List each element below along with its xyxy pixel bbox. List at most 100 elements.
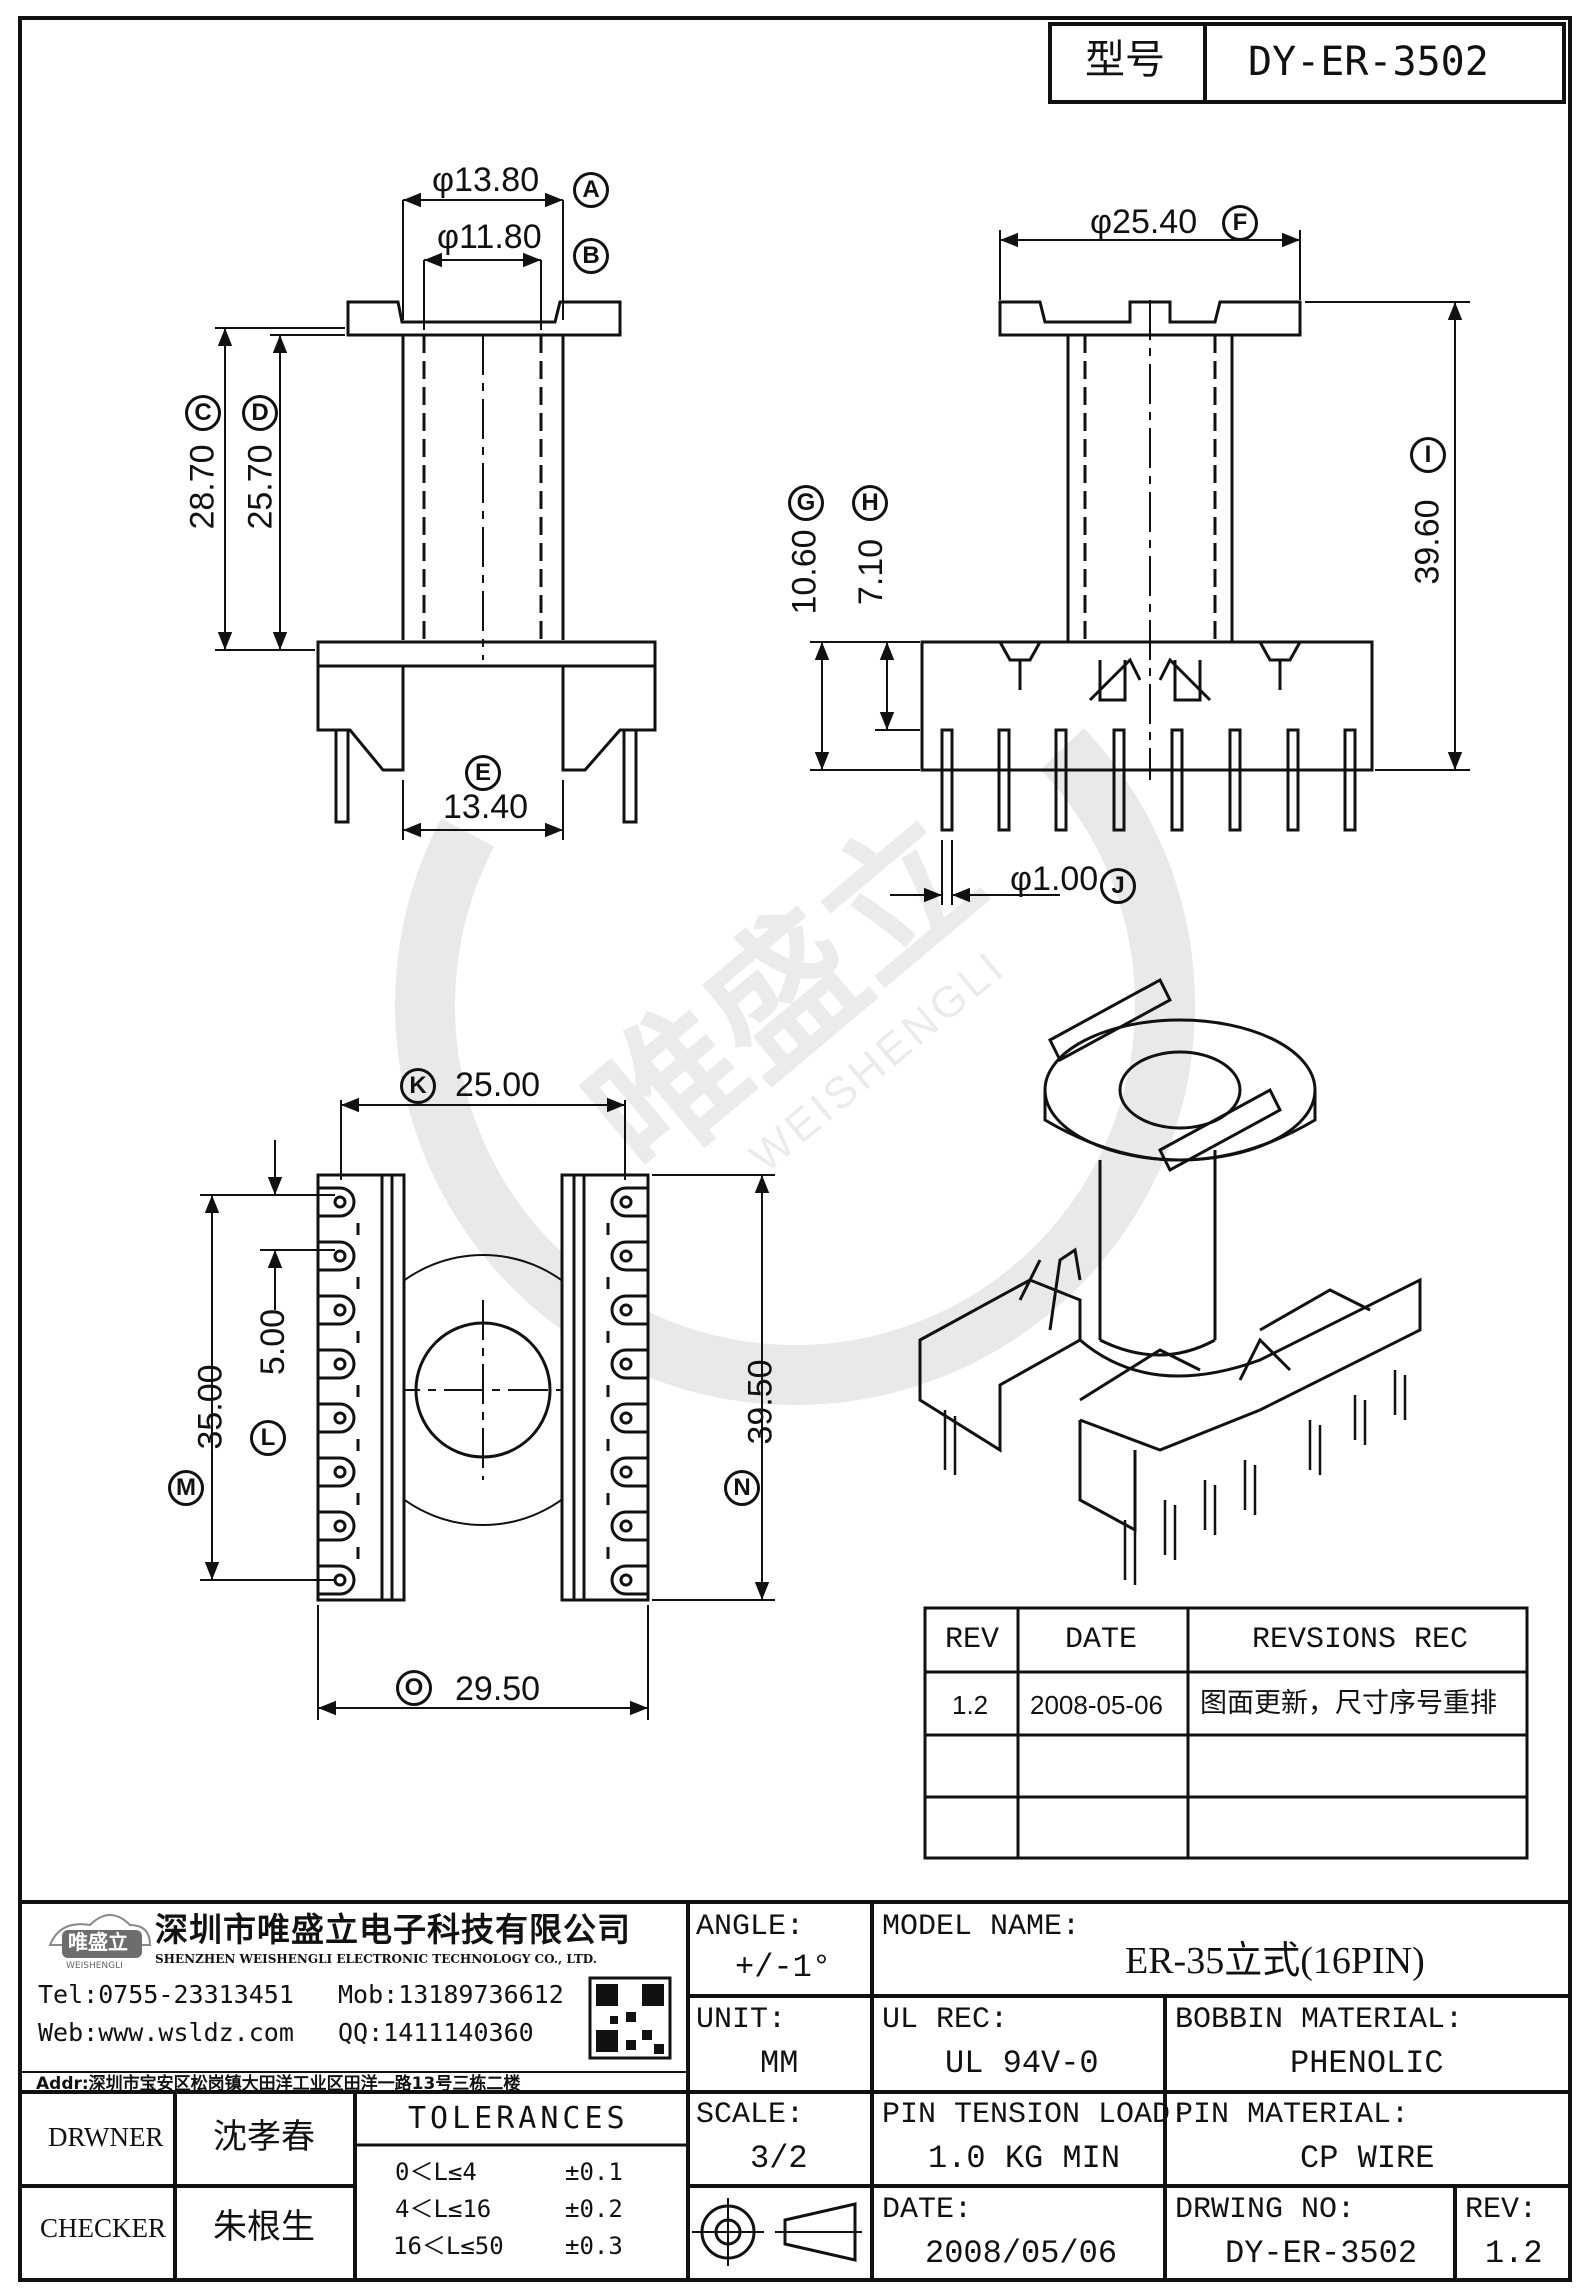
sheet-border <box>18 16 1572 2282</box>
dim-D-value: 25.70 <box>241 444 280 530</box>
dim-B-value: φ11.80 <box>437 218 542 256</box>
drawing-no-label: DRWING NO: <box>1175 2193 1356 2227</box>
angle-value: +/-1° <box>735 1949 832 1986</box>
pin-slot <box>610 1564 648 1596</box>
pin-hole <box>619 1411 633 1425</box>
dim-G-tag: G <box>788 485 824 521</box>
dim-A-value: φ13.80 <box>432 161 540 199</box>
checker-label: CHECKER <box>40 2213 167 2243</box>
pin-slot <box>610 1402 648 1434</box>
pin-slot <box>610 1186 648 1218</box>
tolerance-range-2: 4＜L≤16 <box>395 2195 492 2223</box>
pin-hole <box>619 1357 633 1371</box>
rev-value: 1.2 <box>1485 2235 1543 2272</box>
pin-hole <box>333 1519 347 1533</box>
dim-F-value: φ25.40 <box>1090 203 1198 241</box>
rev-row-date: 2008-05-06 <box>1030 1690 1163 1720</box>
tolerance-range-1: 0＜L≤4 <box>395 2158 477 2186</box>
dim-H-tag: H <box>852 485 888 521</box>
watermark <box>395 605 1195 1405</box>
pin-slot <box>318 1294 356 1326</box>
checker-name: 朱根生 <box>213 2207 315 2247</box>
model-name-label: MODEL NAME: <box>882 1910 1081 1944</box>
model-name-value: ER-35立式(16PIN) <box>1125 1940 1425 1982</box>
dim-C-tag: C <box>185 395 221 431</box>
company-name-cn: 深圳市唯盛立电子科技有限公司 <box>155 1910 631 1949</box>
pin-hole <box>619 1249 633 1263</box>
dim-M-value: 35.00 <box>191 1364 230 1450</box>
dim-A-tag: A <box>573 172 609 208</box>
rev-header-date: DATE <box>1065 1623 1138 1657</box>
date-label: DATE: <box>882 2193 973 2227</box>
pin-hole <box>333 1249 347 1263</box>
date-value: 2008/05/06 <box>925 2235 1118 2272</box>
revision-table-grid <box>923 1606 1529 1860</box>
scale-label: SCALE: <box>696 2098 805 2132</box>
pin-tension-value: 1.0 KG MIN <box>928 2140 1121 2177</box>
dim-I-value: 39.60 <box>1408 499 1447 585</box>
dim-N-tag: N <box>724 1470 760 1506</box>
pin-slot <box>318 1240 356 1272</box>
pin-slot <box>318 1456 356 1488</box>
bottom-view-dimensions <box>200 1097 775 1720</box>
ul-rec-value: UL 94V-0 <box>945 2045 1099 2082</box>
tolerance-value-1: ±0.1 <box>565 2158 623 2186</box>
rev-row-rec: 图面更新，尺寸序号重排 <box>1200 1688 1497 1719</box>
model-label: 型号 <box>1085 37 1165 83</box>
dim-K-value: 25.00 <box>455 1066 541 1104</box>
unit-label: UNIT: <box>696 2003 787 2037</box>
dim-K-tag: K <box>400 1068 436 1104</box>
pin-slot <box>318 1348 356 1380</box>
company-qq: QQ:1411140360 <box>338 2018 534 2047</box>
drawing-no-value: DY-ER-3502 <box>1225 2235 1418 2272</box>
company-address: Addr:深圳市宝安区松岗镇大田洋工业区田洋一路13号三栋二楼 <box>36 2074 521 2094</box>
pin-slot <box>318 1186 356 1218</box>
pin-hole <box>619 1519 633 1533</box>
pin-tension-label: PIN TENSION LOAD: <box>882 2098 1189 2132</box>
rev-row-rev: 1.2 <box>952 1690 989 1720</box>
drawer-name: 沈孝春 <box>213 2117 315 2157</box>
dim-O-value: 29.50 <box>455 1670 541 1708</box>
pin-hole <box>619 1573 633 1587</box>
pin-slot <box>610 1456 648 1488</box>
title-block-grid <box>20 1900 1570 2280</box>
company-mob: Mob:13189736612 <box>338 1980 564 2009</box>
bottom-view <box>316 1173 650 1602</box>
pin-hole <box>333 1411 347 1425</box>
scale-value: 3/2 <box>750 2140 808 2177</box>
dim-B-tag: B <box>573 238 609 274</box>
dim-L-value: 5.00 <box>254 1308 293 1376</box>
dim-E-tag: E <box>465 755 501 791</box>
pin-hole <box>333 1465 347 1479</box>
company-logo-icon <box>48 1914 152 1958</box>
ul-rec-label: UL REC: <box>882 2003 1009 2037</box>
dim-O-tag: O <box>396 1670 432 1706</box>
side-view <box>920 300 1374 832</box>
side-view-dimensions <box>810 230 1470 905</box>
pin-hole <box>619 1303 633 1317</box>
dim-N-value: 39.50 <box>741 1359 780 1445</box>
tolerance-value-3: ±0.3 <box>565 2232 623 2260</box>
dim-E-value: 13.40 <box>443 788 529 826</box>
header-box <box>1048 22 1566 104</box>
dim-J-tag: J <box>1100 868 1136 904</box>
rev-header-rec: REVSIONS REC <box>1252 1623 1469 1657</box>
rev-label: REV: <box>1465 2193 1538 2227</box>
logo-subtext: WEISHENGLI <box>66 1961 123 1971</box>
tolerance-range-3: 16＜L≤50 <box>393 2232 504 2260</box>
bobbin-material-label: BOBBIN MATERIAL: <box>1175 2003 1464 2037</box>
pin-slot <box>318 1402 356 1434</box>
pin-hole <box>333 1303 347 1317</box>
company-web: Web:www.wsldz.com <box>38 2018 294 2047</box>
pin-material-label: PIN MATERIAL: <box>1175 2098 1410 2132</box>
dim-G-value: 10.60 <box>785 529 824 615</box>
pin-slot <box>318 1510 356 1542</box>
dim-H-value: 7.10 <box>852 538 891 606</box>
model-number: DY-ER-3502 <box>1248 39 1489 85</box>
pin-slot <box>318 1564 356 1596</box>
company-name-en: SHENZHEN WEISHENGLI ELECTRONIC TECHNOLOG… <box>155 1952 597 1966</box>
pin-slot <box>610 1348 648 1380</box>
front-view <box>316 300 657 824</box>
drawer-label: DRWNER <box>48 2122 164 2152</box>
